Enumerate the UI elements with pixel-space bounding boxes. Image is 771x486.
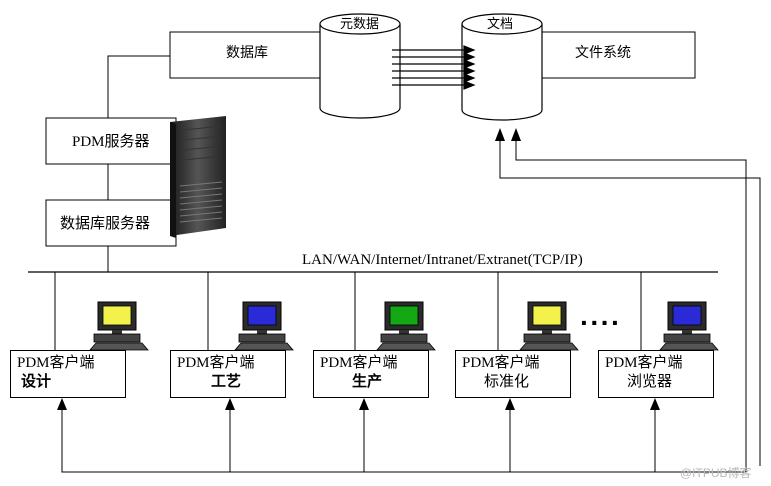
client-title: PDM客户端	[17, 355, 95, 371]
pdm-server-label: PDM服务器	[72, 134, 150, 150]
file-system-label: 文件系统	[575, 45, 631, 61]
server-tower-graphic	[170, 116, 226, 238]
client-computers	[89, 301, 719, 351]
computer-icon	[234, 301, 294, 351]
file-system-box	[526, 31, 696, 79]
network-label: LAN/WAN/Internet/Intranet/Extranet(TCP/I…	[302, 252, 583, 268]
client-box-standardization: PDM客户端 标准化	[455, 350, 571, 398]
client-return-lines	[61, 408, 656, 473]
client-box-production: PDM客户端 生产	[313, 350, 429, 398]
document-cylinder	[461, 13, 543, 121]
document-label: 文档	[487, 17, 514, 32]
client-box-design: PDM客户端 设计	[10, 350, 126, 398]
computer-icon	[89, 301, 149, 351]
client-role: 生产	[352, 374, 383, 390]
client-title: PDM客户端	[320, 355, 398, 371]
client-role: 工艺	[211, 374, 242, 390]
client-title: PDM客户端	[605, 355, 683, 371]
computer-icon	[659, 301, 719, 351]
client-box-browser: PDM客户端 浏览器	[598, 350, 714, 398]
metadata-cylinder	[319, 13, 401, 119]
pdm-server-box	[45, 117, 177, 165]
more-clients-ellipsis: ····	[580, 307, 622, 338]
client-box-process: PDM客户端 工艺	[170, 350, 286, 398]
metadata-document-arrows	[392, 45, 476, 90]
client-role: 标准化	[484, 374, 530, 390]
client-title: PDM客户端	[177, 355, 255, 371]
database-box	[169, 31, 326, 79]
computer-icon	[519, 301, 579, 351]
database-label: 数据库	[226, 45, 268, 61]
client-role: 设计	[21, 374, 52, 390]
metadata-label: 元数据	[340, 17, 380, 32]
document-feedback-lines	[499, 140, 761, 473]
watermark: @ITPUB博客	[680, 466, 752, 480]
bus-drops	[54, 272, 642, 350]
server-database-connector	[107, 55, 170, 118]
db-server-label: 数据库服务器	[60, 216, 151, 232]
computer-icon	[376, 301, 436, 351]
client-title: PDM客户端	[462, 355, 540, 371]
document-feedback-arrowheads	[495, 128, 521, 141]
client-role: 浏览器	[627, 374, 673, 390]
client-return-arrowheads	[57, 398, 660, 410]
